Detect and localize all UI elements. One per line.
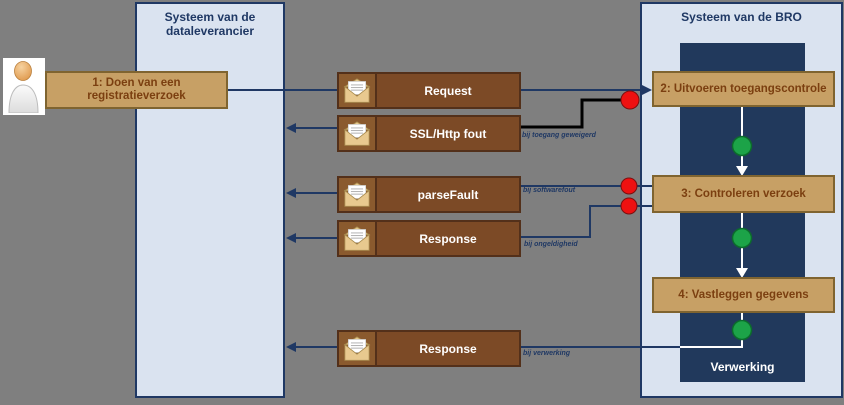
message-parsefault: parseFault xyxy=(337,176,521,213)
envelope-icon xyxy=(339,178,377,211)
panel-data-supplier-title: Systeem van de dataleverancier xyxy=(164,10,256,38)
step2-label: 2: Uitvoeren toegangscontrole xyxy=(660,82,827,95)
annotation-invalid: bij ongeldigheid xyxy=(524,241,578,248)
step3-box: 3: Controleren verzoek xyxy=(652,175,835,213)
message-request-label: Request xyxy=(424,83,472,98)
message-parsefault-label: parseFault xyxy=(417,187,479,202)
arrowhead-response-invalid-return-icon xyxy=(286,233,296,243)
step4-label: 4: Vastleggen gegevens xyxy=(678,288,809,301)
green-marker-stored-ok-icon xyxy=(731,319,753,341)
step3-label: 3: Controleren verzoek xyxy=(681,187,806,200)
step1-box: 1: Doen van een registratieverzoek xyxy=(45,71,228,109)
arrowhead-into-step4-icon xyxy=(736,268,748,278)
processing-label: Verwerking xyxy=(710,360,775,374)
red-marker-access-denied-icon xyxy=(620,90,640,110)
message-ssl-fout-label: SSL/Http fout xyxy=(409,126,487,141)
green-marker-access-ok-icon xyxy=(731,135,753,157)
arrowhead-into-step2-icon xyxy=(642,85,652,95)
envelope-icon xyxy=(339,117,377,150)
step4-box: 4: Vastleggen gegevens xyxy=(652,277,835,313)
annotation-software-error: bij softwarefout xyxy=(523,187,576,194)
arrowhead-parsefault-return-icon xyxy=(286,188,296,198)
arrowhead-response-processed-return-icon xyxy=(286,342,296,352)
message-response-invalid-label: Response xyxy=(419,231,477,246)
annotation-access-denied: bij toegang geweigerd xyxy=(522,132,596,139)
step2-box: 2: Uitvoeren toegangscontrole xyxy=(652,71,835,107)
envelope-icon xyxy=(339,332,377,365)
person-icon xyxy=(8,60,39,113)
green-marker-check-ok-icon xyxy=(731,227,753,249)
actor-data-supplier xyxy=(3,58,45,115)
panel-bro-title: Systeem van de BRO xyxy=(681,10,802,24)
step1-label: 1: Doen van een registratieverzoek xyxy=(87,77,186,102)
message-ssl-fout: SSL/Http fout xyxy=(337,115,521,152)
envelope-icon xyxy=(339,222,377,255)
panel-data-supplier: Systeem van de dataleverancier xyxy=(135,2,285,398)
message-response-processed-label: Response xyxy=(419,341,477,356)
message-response-invalid: Response xyxy=(337,220,521,257)
message-request: Request xyxy=(337,72,521,109)
annotation-processed: bij verwerking xyxy=(523,350,571,357)
arrowhead-ssl-return-icon xyxy=(286,123,296,133)
red-marker-invalid-icon xyxy=(620,197,638,215)
arrowhead-into-step3-icon xyxy=(736,166,748,176)
red-marker-software-error-icon xyxy=(620,177,638,195)
message-response-processed: Response xyxy=(337,330,521,367)
line-access-denied-route xyxy=(521,98,630,129)
envelope-icon xyxy=(339,74,377,107)
